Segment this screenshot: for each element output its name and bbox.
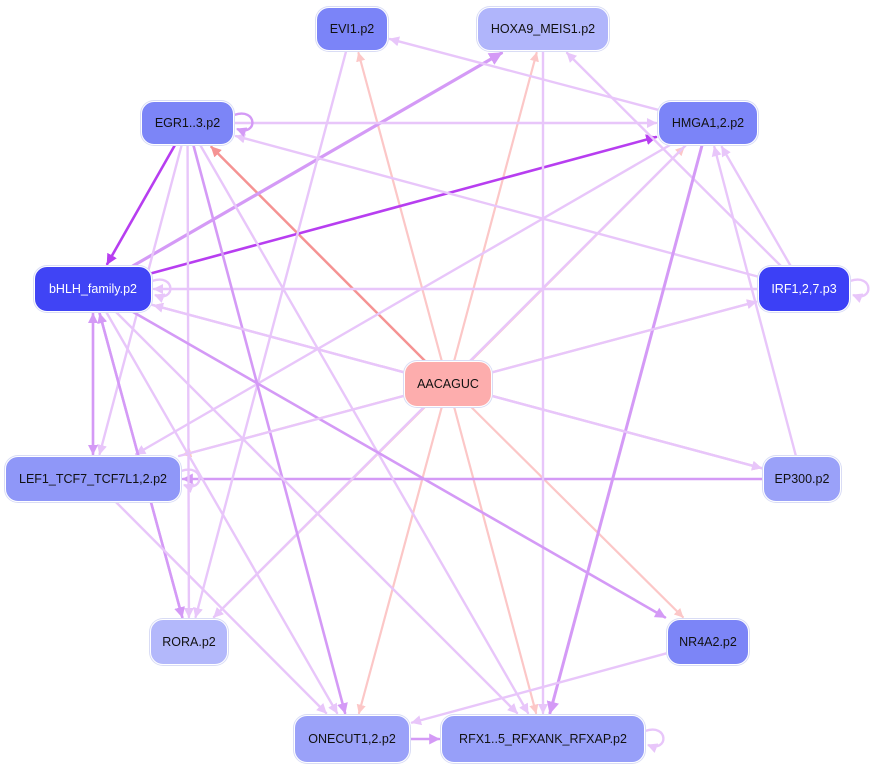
node-label: AACAGUC [417, 377, 479, 391]
edge-hmga-to-rfx [546, 143, 704, 715]
node-hmga[interactable]: HMGA1,2.p2 [658, 101, 758, 145]
node-lef1-tcf7[interactable]: LEF1_TCF7_TCF7L1,2.p2 [5, 456, 181, 502]
edge-bhlh-to-hmga [150, 134, 658, 275]
edge-egr-to-rora [183, 143, 194, 619]
node-bhlh-family[interactable]: bHLH_family.p2 [34, 266, 152, 312]
node-label: RORA.p2 [162, 635, 216, 649]
self-loop-rfx [644, 728, 665, 753]
node-rfx[interactable]: RFX1..5_RFXANK_RFXAP.p2 [441, 715, 645, 763]
node-irf[interactable]: IRF1,2,7.p3 [758, 266, 850, 312]
node-label: ONECUT1,2.p2 [308, 732, 396, 746]
self-loop-egr [233, 112, 254, 137]
node-rora[interactable]: RORA.p2 [150, 619, 228, 665]
node-evi1[interactable]: EVI1.p2 [316, 7, 388, 51]
node-label: bHLH_family.p2 [48, 282, 137, 296]
node-hoxa9-meis1[interactable]: HOXA9_MEIS1.p2 [477, 7, 609, 51]
edge-hmga-to-lef1 [134, 143, 672, 456]
node-ep300[interactable]: EP300.p2 [763, 456, 841, 502]
node-label: EGR1..3.p2 [154, 116, 221, 130]
edge-bhlh-to-onecut [105, 310, 339, 715]
node-aacaguc[interactable]: AACAGUC [404, 361, 492, 407]
node-label: IRF1,2,7.p3 [771, 282, 837, 296]
node-nr4a2[interactable]: NR4A2.p2 [667, 619, 749, 665]
node-label: RFX1..5_RFXANK_RFXAP.p2 [459, 732, 627, 746]
edge-aacaguc-to-rfx [453, 405, 539, 715]
edge-aacaguc-to-onecut [356, 405, 443, 715]
edge-irf-to-hmga [720, 145, 792, 268]
edge-bhlh-to-nr4a2 [131, 310, 667, 619]
node-label: NR4A2.p2 [679, 635, 737, 649]
edge-bhlh-to-rfx [114, 310, 519, 715]
self-loop-irf [849, 278, 870, 303]
node-egr[interactable]: EGR1..3.p2 [141, 101, 234, 145]
edge-evi1-to-rora [193, 49, 348, 619]
edge-irf-to-hoxa9 [565, 51, 783, 268]
node-onecut[interactable]: ONECUT1,2.p2 [294, 715, 410, 763]
edge-nr4a2-to-onecut [410, 651, 669, 726]
self-loop-lef1 [180, 468, 201, 493]
node-label: HOXA9_MEIS1.p2 [490, 22, 596, 36]
self-loop-bhlh [151, 278, 172, 303]
edge-egr-to-bhlh [105, 143, 177, 266]
edge-aacaguc-to-nr4a2 [470, 405, 684, 619]
node-label: LEF1_TCF7_TCF7L1,2.p2 [19, 472, 167, 486]
edge-egr-to-rfx [198, 143, 530, 715]
node-label: EP300.p2 [774, 472, 830, 486]
edge-egr-to-onecut [192, 143, 348, 715]
edge-aacaguc-to-egr [210, 145, 427, 363]
node-label: EVI1.p2 [329, 22, 375, 36]
edge-irf-to-egr [234, 133, 760, 278]
edge-lef1-to-onecut [114, 500, 328, 715]
node-label: HMGA1,2.p2 [671, 116, 745, 130]
